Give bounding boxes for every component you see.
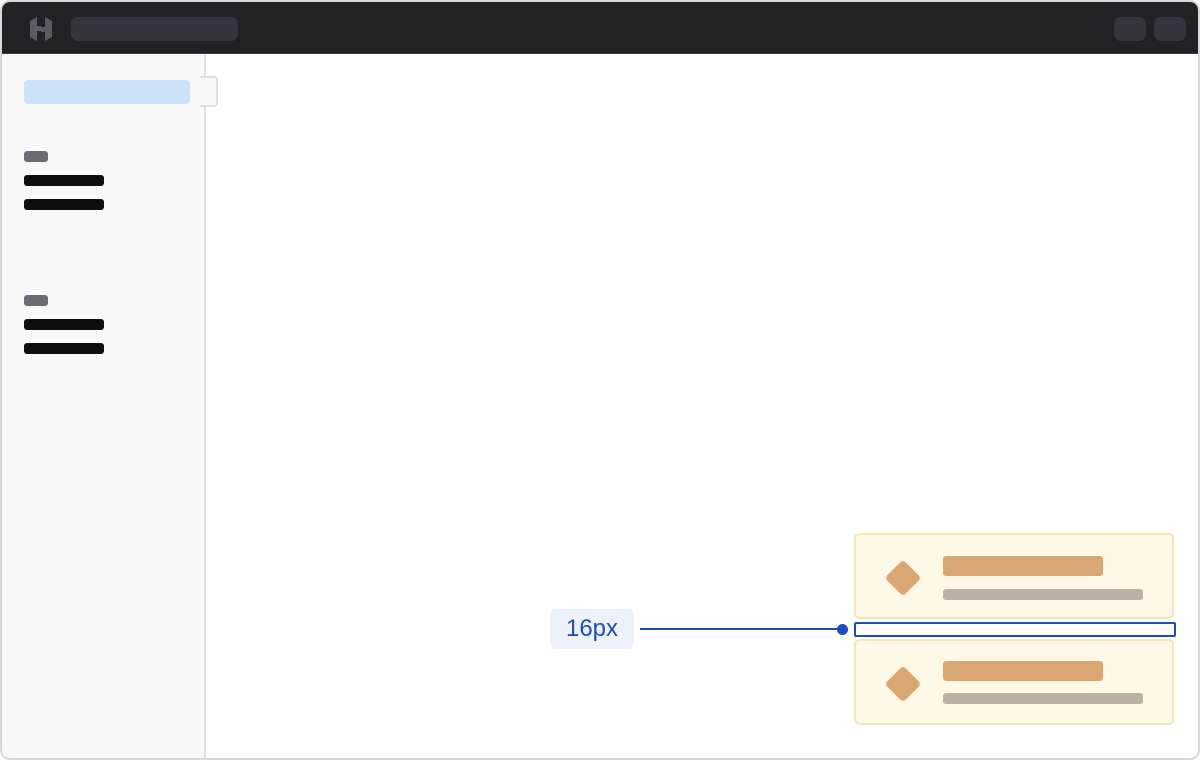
sidebar-item[interactable] — [24, 175, 104, 186]
hashicorp-logo-icon — [30, 17, 52, 41]
toast-card — [854, 533, 1174, 619]
card-description-placeholder — [943, 589, 1143, 600]
sidebar-edge-tab — [200, 76, 218, 107]
annotation-leader-line — [640, 628, 842, 630]
diamond-icon — [884, 559, 922, 597]
sidebar — [2, 54, 206, 758]
title-bar — [2, 2, 1198, 54]
sidebar-item-active[interactable] — [24, 80, 190, 104]
sidebar-item[interactable] — [24, 319, 104, 330]
toast-card — [854, 639, 1174, 725]
window-control-button[interactable] — [1154, 17, 1186, 41]
diamond-icon — [884, 665, 922, 703]
sidebar-item[interactable] — [24, 199, 104, 210]
spacing-label: 16px — [550, 609, 634, 649]
card-title-placeholder — [943, 556, 1103, 576]
annotation-leader-dot — [837, 624, 848, 635]
sidebar-group-label — [24, 151, 48, 162]
sidebar-group-label — [24, 295, 48, 306]
window-title-placeholder — [71, 17, 238, 41]
sidebar-item[interactable] — [24, 343, 104, 354]
card-title-placeholder — [943, 661, 1103, 681]
card-description-placeholder — [943, 693, 1143, 704]
spacing-highlight — [854, 622, 1176, 637]
window-control-button[interactable] — [1114, 17, 1146, 41]
